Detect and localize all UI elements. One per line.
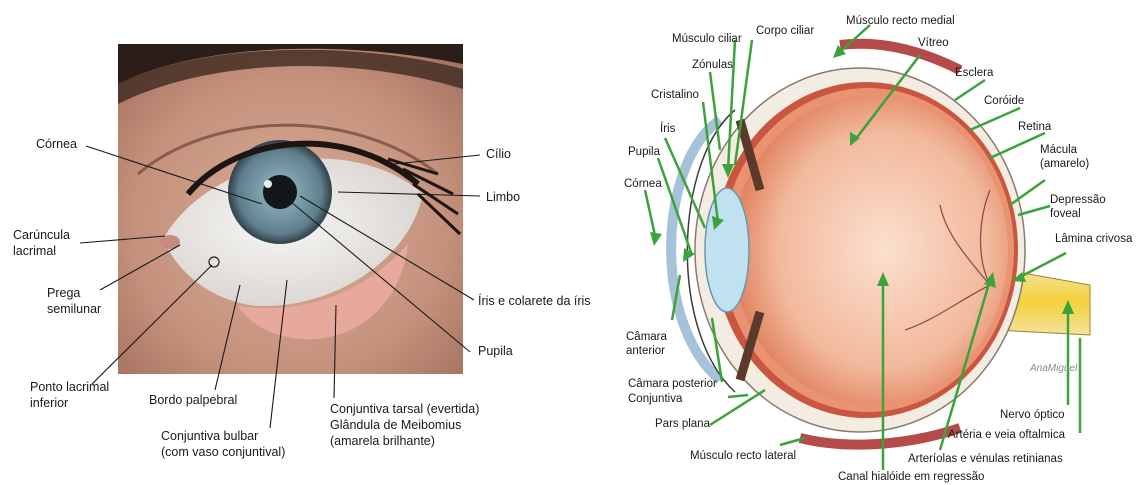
label-camara-posterior: Câmara posterior	[628, 377, 717, 391]
label-cornea-section: Córnea	[624, 177, 662, 191]
label-corpo-ciliar: Corpo ciliar	[756, 24, 814, 38]
label-depressao-foveal: Depressão foveal	[1050, 193, 1106, 221]
label-iris-section: Íris	[660, 122, 675, 136]
label-retina: Retina	[1018, 120, 1051, 134]
label-arteriolas: Arteríolas e vénulas retinianas	[908, 452, 1063, 466]
label-camara-anterior: Câmara anterior	[626, 330, 667, 358]
label-musculo-ciliar: Músculo ciliar	[672, 32, 742, 46]
label-lamina-crivosa: Lâmina crivosa	[1055, 232, 1132, 246]
label-pupila-section: Pupila	[628, 145, 660, 159]
label-conjuntiva: Conjuntiva	[628, 392, 682, 406]
label-pars-plana: Pars plana	[655, 417, 710, 431]
label-arteria-veia: Artéria e veia oftalmica	[948, 428, 1065, 442]
label-coroide: Coróide	[984, 94, 1024, 108]
label-canal-hialoide: Canal hialóide em regressão	[838, 470, 984, 484]
artist-signature: AnaMiguel	[1030, 362, 1077, 376]
label-vitreo: Vítreo	[918, 36, 949, 50]
label-esclera: Esclera	[955, 66, 993, 80]
label-nervo-optico: Nervo óptico	[1000, 408, 1065, 422]
label-musculo-recto-medial: Músculo recto medial	[846, 14, 955, 28]
label-musculo-recto-lateral: Músculo recto lateral	[690, 449, 796, 463]
label-macula: Mácula (amarelo)	[1040, 143, 1089, 171]
label-cristalino: Cristalino	[651, 88, 699, 102]
label-zonulas: Zónulas	[692, 58, 733, 72]
